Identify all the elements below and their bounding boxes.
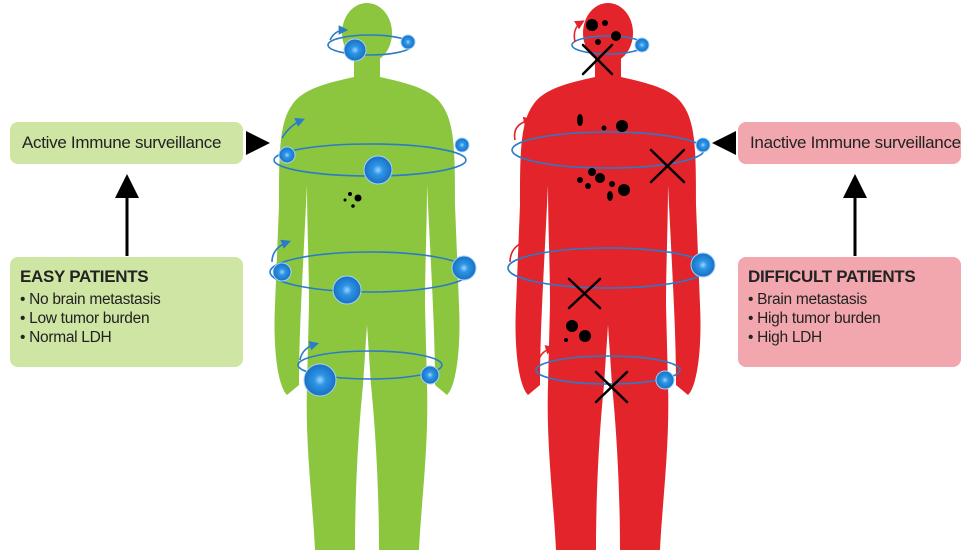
immune-cell (635, 38, 649, 52)
immune-cell (273, 263, 291, 281)
criterion-item: •Normal LDH (20, 328, 233, 347)
criterion-item: •No brain metastasis (20, 290, 233, 309)
difficult-patients-box: DIFFICULT PATIENTS •Brain metastasis •Hi… (738, 257, 961, 367)
inactive-surveillance-text: Inactive Immune surveillance (750, 133, 961, 153)
immune-cell (455, 138, 469, 152)
criterion-item: •Brain metastasis (748, 290, 951, 309)
immune-cell (401, 35, 415, 49)
immune-cell (304, 364, 336, 396)
immune-cell (333, 276, 361, 304)
difficult-patients-criteria: •Brain metastasis •High tumor burden •Hi… (748, 290, 951, 347)
immune-cell (344, 39, 366, 61)
criterion-item: •High LDH (748, 328, 951, 347)
easy-patient-body (275, 3, 460, 550)
immune-cell (452, 256, 476, 280)
immune-cell (364, 156, 392, 184)
difficult-patient-body (516, 3, 701, 550)
immune-cell (691, 253, 715, 277)
active-surveillance-text: Active Immune surveillance (22, 133, 221, 153)
immune-cell (279, 147, 295, 163)
easy-patients-criteria: •No brain metastasis •Low tumor burden •… (20, 290, 233, 347)
difficult-patients-title: DIFFICULT PATIENTS (748, 267, 951, 287)
immune-cell (696, 138, 710, 152)
easy-patients-box: EASY PATIENTS •No brain metastasis •Low … (10, 257, 243, 367)
active-surveillance-label: Active Immune surveillance (10, 122, 243, 164)
inactive-surveillance-label: Inactive Immune surveillance (738, 122, 961, 164)
immune-cell (421, 366, 439, 384)
criterion-item: •Low tumor burden (20, 309, 233, 328)
immune-cell (656, 371, 674, 389)
easy-patients-title: EASY PATIENTS (20, 267, 233, 287)
criterion-item: •High tumor burden (748, 309, 951, 328)
